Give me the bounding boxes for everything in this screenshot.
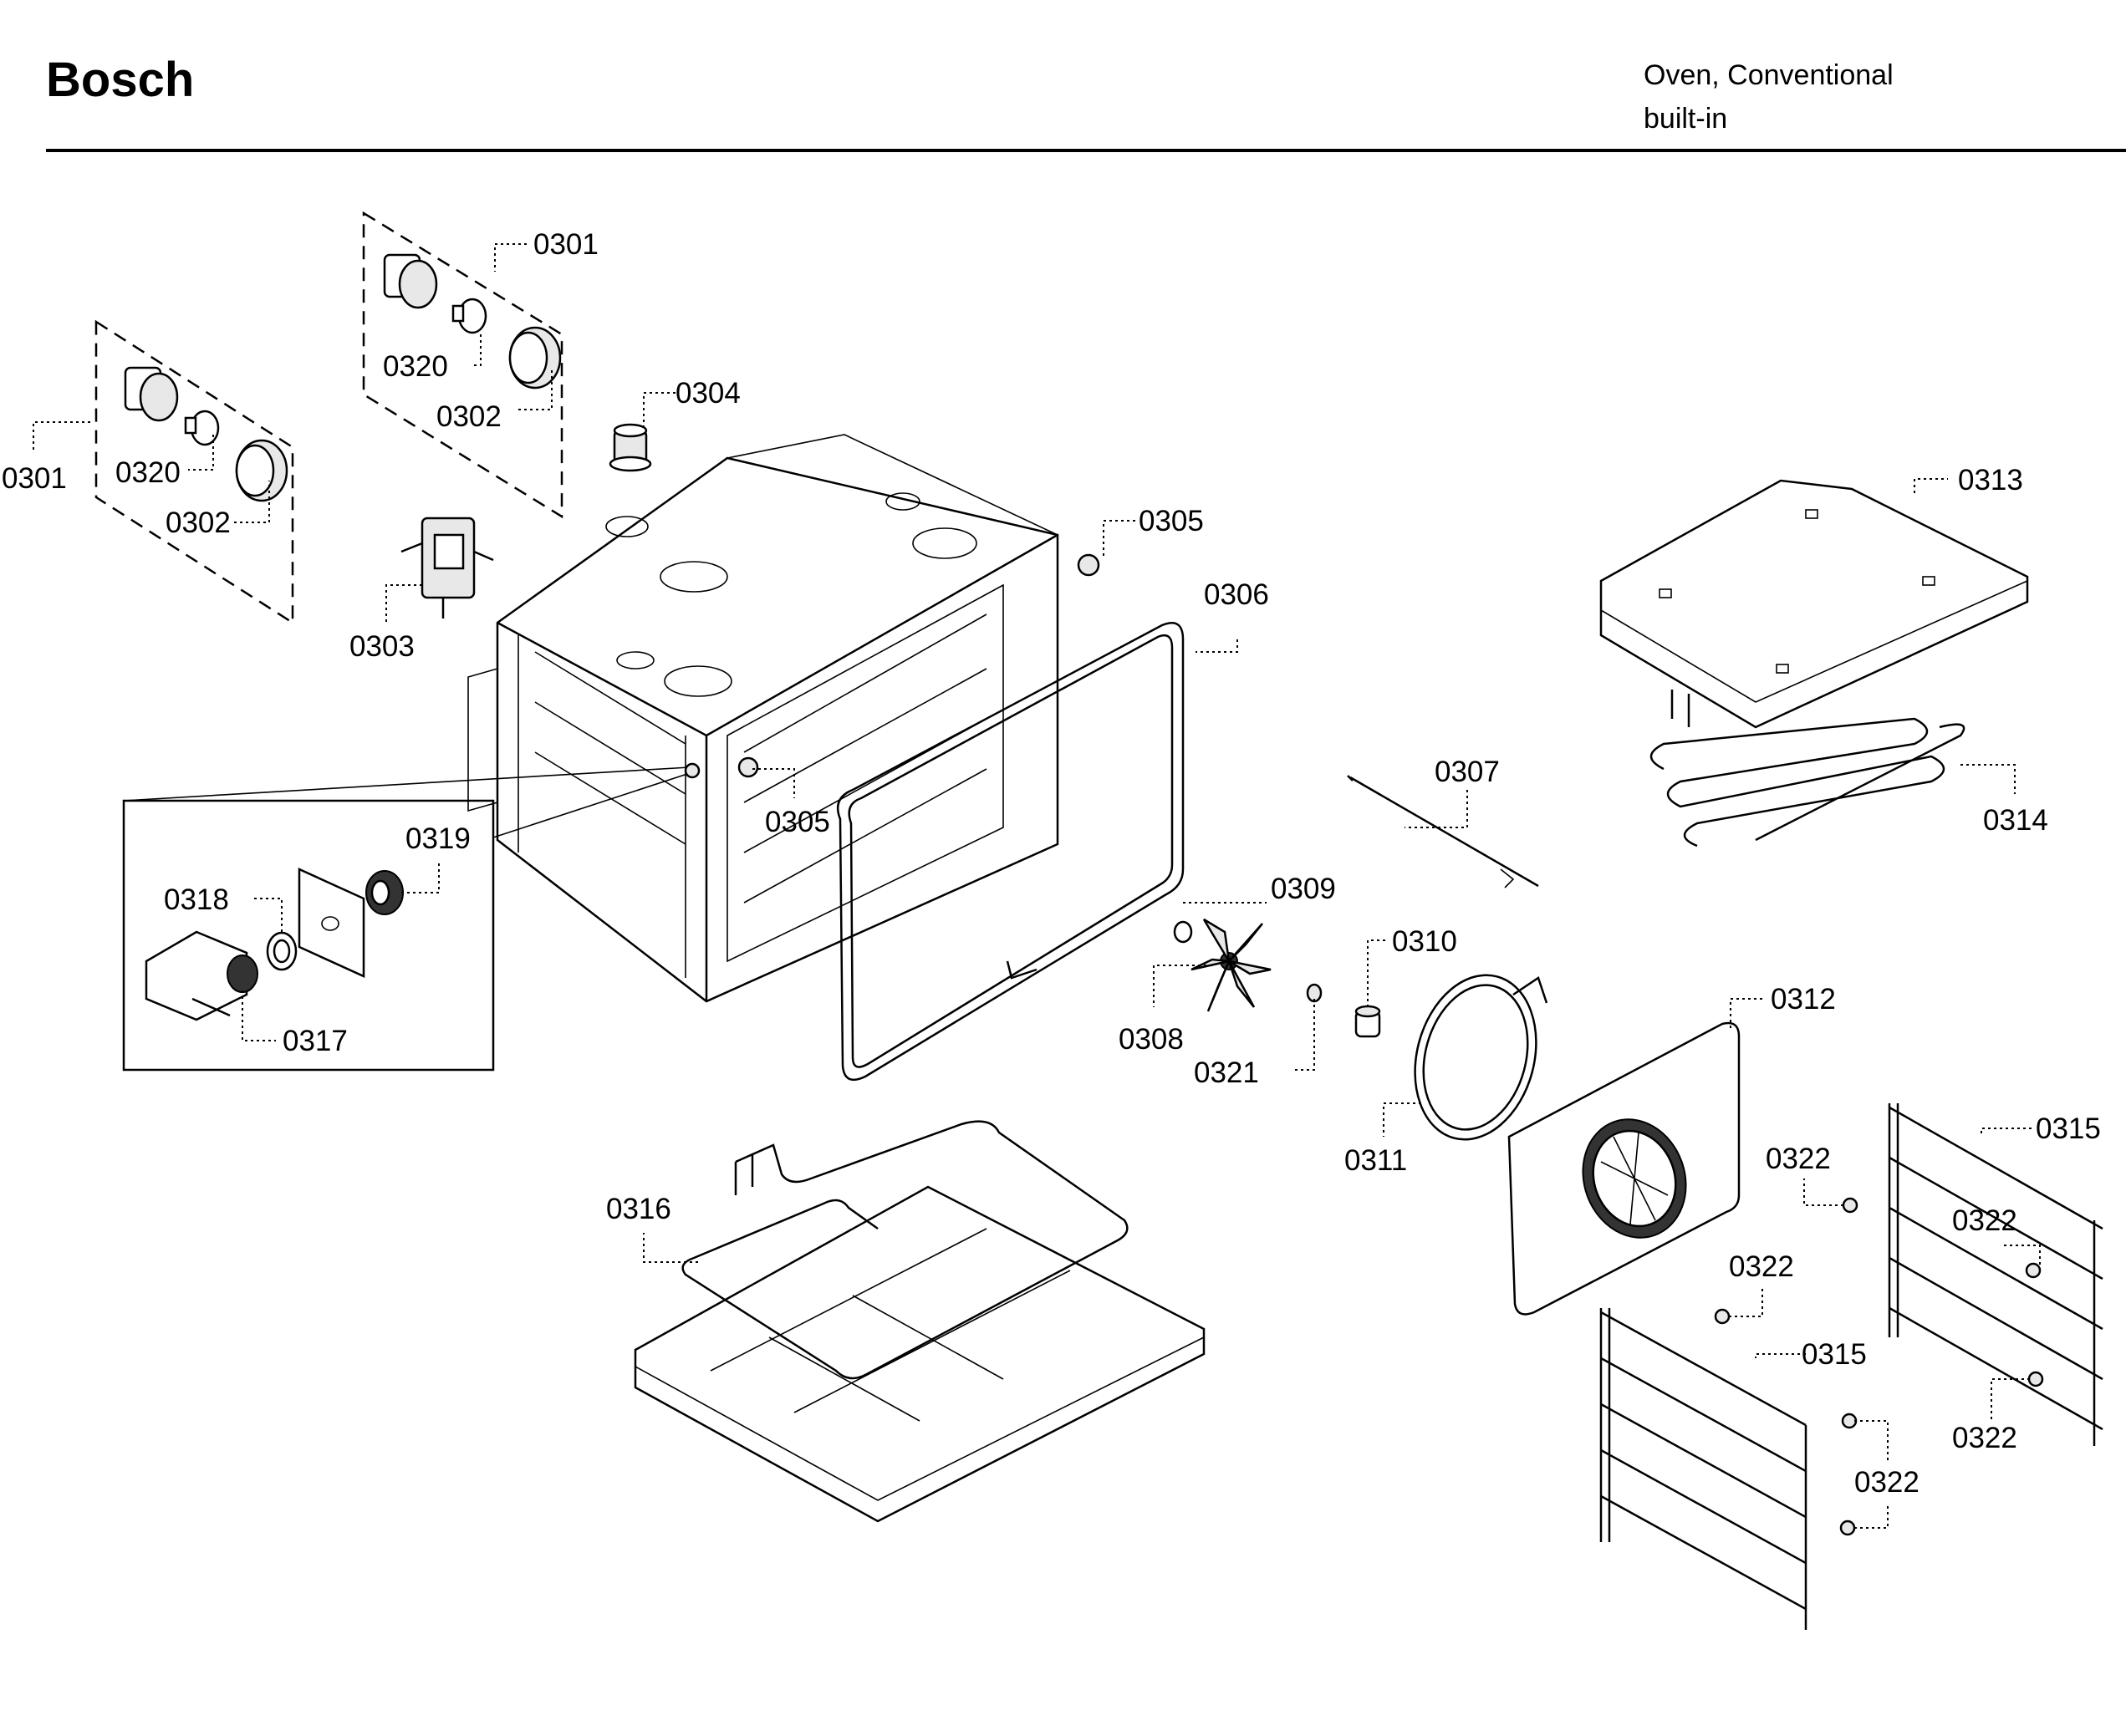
door-gasket xyxy=(836,622,1185,1082)
oven-cavity xyxy=(467,434,1059,1003)
mounting-plate xyxy=(298,868,365,978)
lamp-bulb-right xyxy=(451,298,487,334)
callout-0320-upper: 0320 xyxy=(383,350,448,383)
callout-0301-upper: 0301 xyxy=(533,228,599,261)
header-rule xyxy=(46,149,2126,152)
broil-heating-element xyxy=(1649,690,1965,848)
callout-0311: 0311 xyxy=(1344,1144,1407,1177)
callout-0303: 0303 xyxy=(349,630,415,663)
product-install: built-in xyxy=(1644,103,1728,135)
callout-0304: 0304 xyxy=(676,377,741,410)
lamp-socket-right xyxy=(383,253,438,309)
rack-screw-2 xyxy=(2025,1262,2042,1279)
top-vent-plug xyxy=(609,423,652,472)
rack-screw-6 xyxy=(1839,1520,1856,1536)
upper-insulation-cover xyxy=(1599,479,2029,729)
fan-washer xyxy=(1173,920,1193,944)
callout-0315-right: 0315 xyxy=(2036,1112,2101,1145)
product-description: Oven, Conventional built-in xyxy=(1644,53,1894,140)
callout-0301-lower: 0301 xyxy=(2,462,67,495)
callout-0312: 0312 xyxy=(1771,983,1836,1016)
bake-heating-element xyxy=(681,1120,1129,1380)
callout-0316: 0316 xyxy=(606,1193,671,1225)
callout-0302-lower: 0302 xyxy=(166,507,231,539)
leader-lines xyxy=(33,243,2041,1529)
thermostat-bracket xyxy=(145,930,258,1021)
convection-heating-element xyxy=(1414,974,1548,1141)
brand-title: Bosch xyxy=(46,53,195,107)
lamp-bulb-left xyxy=(184,410,220,446)
rack-screw-3 xyxy=(1714,1308,1731,1325)
fan-spacer xyxy=(1354,1005,1381,1038)
oven-floor-panel xyxy=(634,1185,1206,1523)
callout-0302-upper: 0302 xyxy=(436,400,502,433)
sensor-nut xyxy=(365,870,404,915)
lamp-cover-right xyxy=(508,326,562,389)
callout-0315-left: 0315 xyxy=(1802,1338,1867,1371)
callout-0305-upper: 0305 xyxy=(1139,505,1204,537)
callout-0322-b: 0322 xyxy=(1952,1204,2017,1237)
rack-screw-5 xyxy=(1841,1413,1858,1429)
rack-screw-1 xyxy=(1842,1197,1858,1214)
rack-support-left xyxy=(1599,1308,1807,1630)
callout-0307: 0307 xyxy=(1435,756,1500,788)
thermostat-detail-box xyxy=(122,762,701,1072)
plug-top-right xyxy=(1077,553,1100,577)
callout-0319: 0319 xyxy=(405,822,471,855)
fan-cover-panel xyxy=(1507,1021,1741,1316)
callout-0314: 0314 xyxy=(1983,804,2048,837)
door-switch xyxy=(400,517,494,619)
lamp-assembly-left xyxy=(94,319,294,625)
callout-0322-d: 0322 xyxy=(1952,1422,2017,1454)
callout-0321: 0321 xyxy=(1194,1056,1259,1089)
callout-0306: 0306 xyxy=(1204,578,1269,611)
convection-fan-blade xyxy=(1190,918,1272,1012)
callout-0322-e: 0322 xyxy=(1854,1466,1920,1499)
callout-0308: 0308 xyxy=(1119,1023,1184,1056)
callout-0322-a: 0322 xyxy=(1766,1143,1831,1175)
sensor-ring xyxy=(266,931,298,971)
callout-0305-lower: 0305 xyxy=(765,806,830,838)
product-type: Oven, Conventional xyxy=(1644,59,1894,91)
callout-0310: 0310 xyxy=(1392,925,1457,958)
rack-screw-4 xyxy=(2027,1371,2044,1387)
callout-0322-c: 0322 xyxy=(1729,1250,1794,1283)
callout-0318: 0318 xyxy=(164,883,229,916)
callout-0320-lower: 0320 xyxy=(115,456,181,489)
rack-support-right xyxy=(1888,1103,2103,1446)
lamp-assembly-right xyxy=(362,211,563,519)
callout-0317: 0317 xyxy=(283,1025,348,1057)
lamp-socket-left xyxy=(124,366,179,422)
lamp-cover-left xyxy=(235,439,288,502)
plug-front xyxy=(737,756,759,778)
callout-0313: 0313 xyxy=(1958,464,2023,496)
callout-0309: 0309 xyxy=(1271,873,1336,905)
temperature-sensor-rod xyxy=(1347,775,1539,888)
callout-labels: 0301 0301 0320 0320 0302 0302 0303 0304 … xyxy=(2,228,2101,1499)
